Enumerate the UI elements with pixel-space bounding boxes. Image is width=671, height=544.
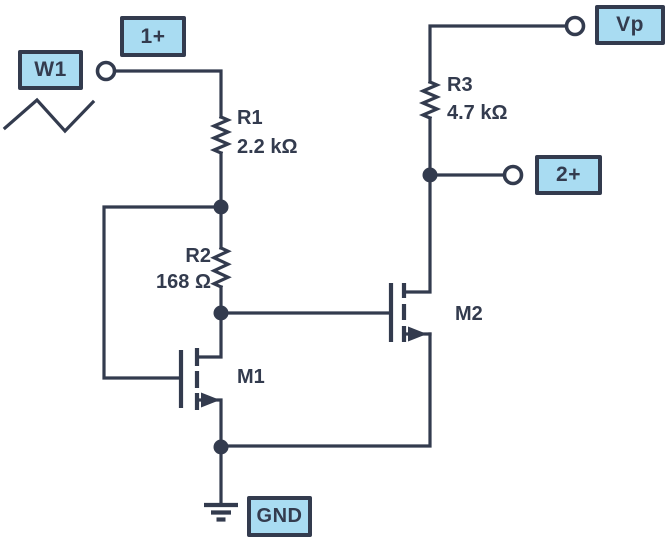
junction-dot [422,167,438,183]
wire-input [113,69,223,119]
label-m2-name: M2 [455,303,483,325]
label-r3-value: 4.7 kΩ [447,102,508,124]
wire-vp [428,24,567,84]
wire-m1-drain [197,311,223,359]
junction-dot [213,305,229,321]
label-m1-name: M1 [237,366,265,388]
terminal-label-vp: Vp [595,5,665,45]
junction-dot [213,439,229,455]
junction-dot [213,199,229,215]
terminal-circle-vp [564,15,586,37]
label-r2-name: R2 [185,245,211,267]
triangle-wave-icon [2,97,96,134]
wire-gate-feedback [102,205,223,380]
label-r1-value: 2.2 kΩ [237,136,298,158]
terminal-label-2plus: 2+ [535,155,602,195]
ground-icon [204,445,238,522]
terminal-label-w1: W1 [18,50,83,90]
terminal-label-gnd: GND [247,496,312,537]
resistor-r2-symbol [210,245,232,290]
wire-m2-drain [404,173,432,294]
label-r3-name: R3 [447,74,473,96]
m2-source-arrow-icon [408,326,427,342]
terminal-label-1plus: 1+ [120,16,186,57]
terminal-circle-2plus [502,164,524,186]
resistor-r1-symbol [209,114,233,156]
mosfet-m2-symbol [388,173,432,342]
wire-bottom-rail [219,332,432,448]
label-r1-name: R1 [237,107,263,129]
wire-m1-source [197,398,223,449]
terminal-circle-1plus [95,60,117,82]
resistor-r3-symbol [418,79,442,121]
mosfet-m1-symbol [178,348,223,449]
m1-source-arrow-icon [201,392,220,408]
label-r2-value: 168 Ω [156,271,211,293]
